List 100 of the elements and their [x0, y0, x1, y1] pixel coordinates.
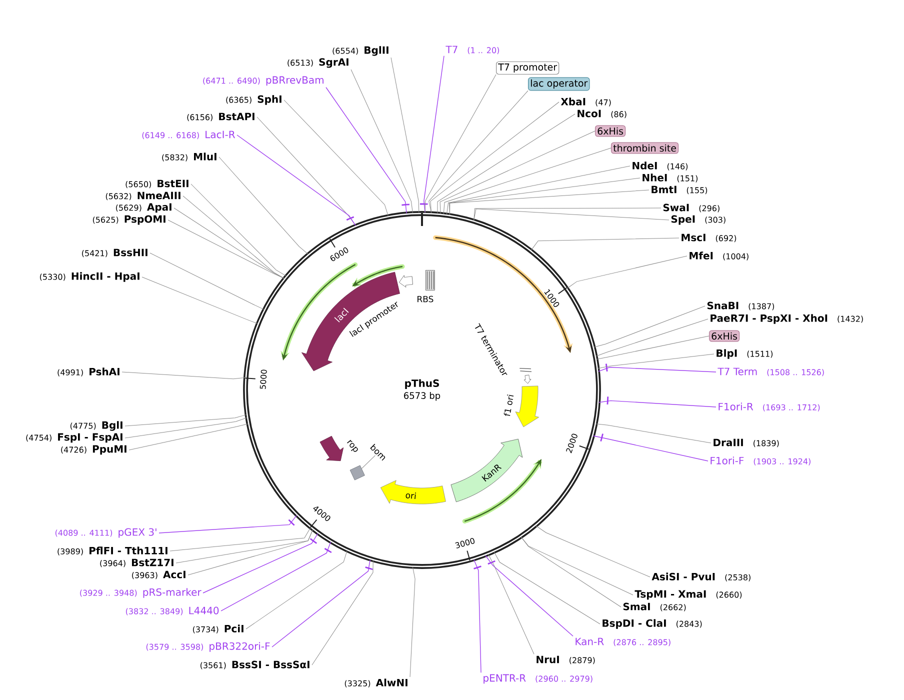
primer-label: T7 (1 .. 20) [446, 46, 499, 54]
leader-line [437, 114, 576, 214]
leader-line [361, 455, 376, 469]
leader-line [174, 208, 284, 279]
leader-line [485, 555, 574, 636]
leader-line [158, 515, 297, 534]
enzyme-site-label: (6365) SphI [226, 95, 282, 105]
leader-line [122, 372, 246, 380]
leader-line [443, 148, 612, 214]
enzyme-site-label: (6513) SgrAI [288, 58, 348, 68]
leader-line [567, 256, 688, 288]
enzyme-site-label: (5832) MluI [162, 152, 216, 162]
enzyme-site-label: XbaI (47) [560, 98, 611, 106]
leader-line [450, 190, 650, 216]
enzyme-site-label: SmaI (2662) [623, 602, 686, 612]
primer-label: F1ori-R (1693 .. 1712) [718, 402, 820, 412]
primer-label: pENTR-R (2960 .. 2979) [484, 674, 592, 684]
enzyme-site-label: (5650) BstEII [126, 180, 188, 188]
leader-line [596, 336, 710, 360]
primer-label: (3929 .. 3948) pRS-marker [80, 588, 202, 598]
tick-label: 5000 [260, 370, 267, 390]
enzyme-site-label: (5629) ApaI [116, 203, 172, 213]
feature-label: T7 promoter [496, 61, 560, 75]
leader-line [520, 536, 634, 596]
leader-line [142, 276, 258, 324]
enzyme-site-label: AsiSI - PvuI (2538) [652, 572, 750, 582]
leader-line [446, 166, 630, 215]
enzyme-site-label: NcoI (86) [578, 110, 626, 118]
tick-label: 3000 [455, 538, 475, 548]
enzyme-site-label: PaeR7I - PspXI - XhoI (1432) [710, 314, 863, 324]
feature-label: 6xHis [595, 125, 626, 137]
leader-line [168, 220, 284, 279]
enzyme-site-label: NheI (151) [642, 174, 698, 182]
enzyme-site-label: (3325) AlwNI [344, 678, 408, 688]
leader-line [312, 560, 374, 666]
enzyme-site-label: (3989) PflFI - Tth111I [58, 546, 168, 556]
enzyme-site-label: (5330) HincII - HpaI [40, 272, 140, 282]
enzyme-site-label: (3964) BstZ17I [100, 558, 174, 568]
leader-line [390, 57, 420, 213]
leader-line [284, 100, 388, 216]
gene-feature: rop [320, 436, 358, 462]
node-label: RBS [418, 296, 434, 302]
primer-label: (6471 .. 6490) pBRrevBam [203, 76, 324, 86]
primer-label: T7 Term (1508 .. 1526) [718, 368, 824, 376]
origin-feature: ori [380, 480, 446, 504]
primer-label: Kan-R (2876 .. 2895) [576, 638, 670, 646]
leader-line [124, 414, 247, 426]
leader-line [598, 366, 716, 372]
primer-label: (6149 .. 6168) LacI-R [142, 130, 236, 140]
leader-line [150, 252, 264, 310]
node-label: rop [347, 440, 358, 452]
primer-label: (4089 .. 4111) pGEX 3' [55, 528, 156, 538]
enzyme-site-label: SwaI (296) [663, 204, 720, 212]
enzyme-site-label: (3963) AccI [132, 570, 186, 580]
leader-line [536, 526, 650, 578]
enzyme-site-label: SnaBI (1387) [707, 302, 774, 310]
enzyme-site-label: (6156) BstAPI [187, 112, 254, 122]
feature-label: 6xHis [709, 330, 740, 342]
leader-line [170, 528, 311, 552]
leader-line [124, 418, 248, 438]
leader-line [596, 424, 712, 444]
node-label: f1 ori [504, 394, 514, 416]
leader-line [593, 436, 708, 462]
leader-line [440, 130, 596, 214]
leader-line [520, 536, 622, 608]
primer-label: (3832 .. 3849) L4440 [126, 606, 219, 616]
leader-line [530, 238, 680, 250]
leader-line [596, 318, 708, 356]
enzyme-site-label: (4726) PpuMI [61, 445, 126, 455]
leader-line [218, 156, 308, 254]
enzyme-site-label: (6554) BglII [332, 46, 388, 56]
leader-line [488, 554, 534, 654]
enzyme-site-label: MscI (692) [682, 234, 736, 242]
leader-line [350, 69, 413, 214]
leader-line [190, 184, 286, 276]
rbs-feature: RBS [418, 270, 435, 302]
leader-line [430, 102, 560, 214]
leader-line [220, 542, 331, 612]
feature-label: thrombin site [611, 142, 679, 154]
leader-line [326, 87, 407, 214]
enzyme-site-label: BmtI (155) [652, 186, 708, 194]
leader-line [410, 566, 416, 678]
enzyme-site-label: NdeI (146) [632, 162, 688, 170]
leader-line [424, 74, 496, 213]
leader-line [202, 533, 318, 594]
leader-line [424, 56, 444, 213]
leader-line [428, 90, 528, 214]
enzyme-site-label: BlpI (1511) [716, 349, 773, 359]
enzyme-site-label: (4775) BglI [70, 421, 122, 431]
enzyme-site-label: (5625) PspOMI [92, 215, 166, 225]
leader-line [246, 550, 348, 630]
leader-line [236, 134, 356, 226]
leader-line [598, 400, 716, 408]
enzyme-site-label: NruI (2879) [536, 656, 595, 664]
enzyme-site-label: (3734) PciI [193, 624, 244, 634]
tick-label: 2000 [566, 434, 578, 454]
leader-line [594, 306, 706, 348]
enzyme-site-label: (3561) BssSI - BssSαI [200, 660, 310, 670]
leader-line [474, 559, 482, 673]
leader-line [128, 424, 248, 450]
